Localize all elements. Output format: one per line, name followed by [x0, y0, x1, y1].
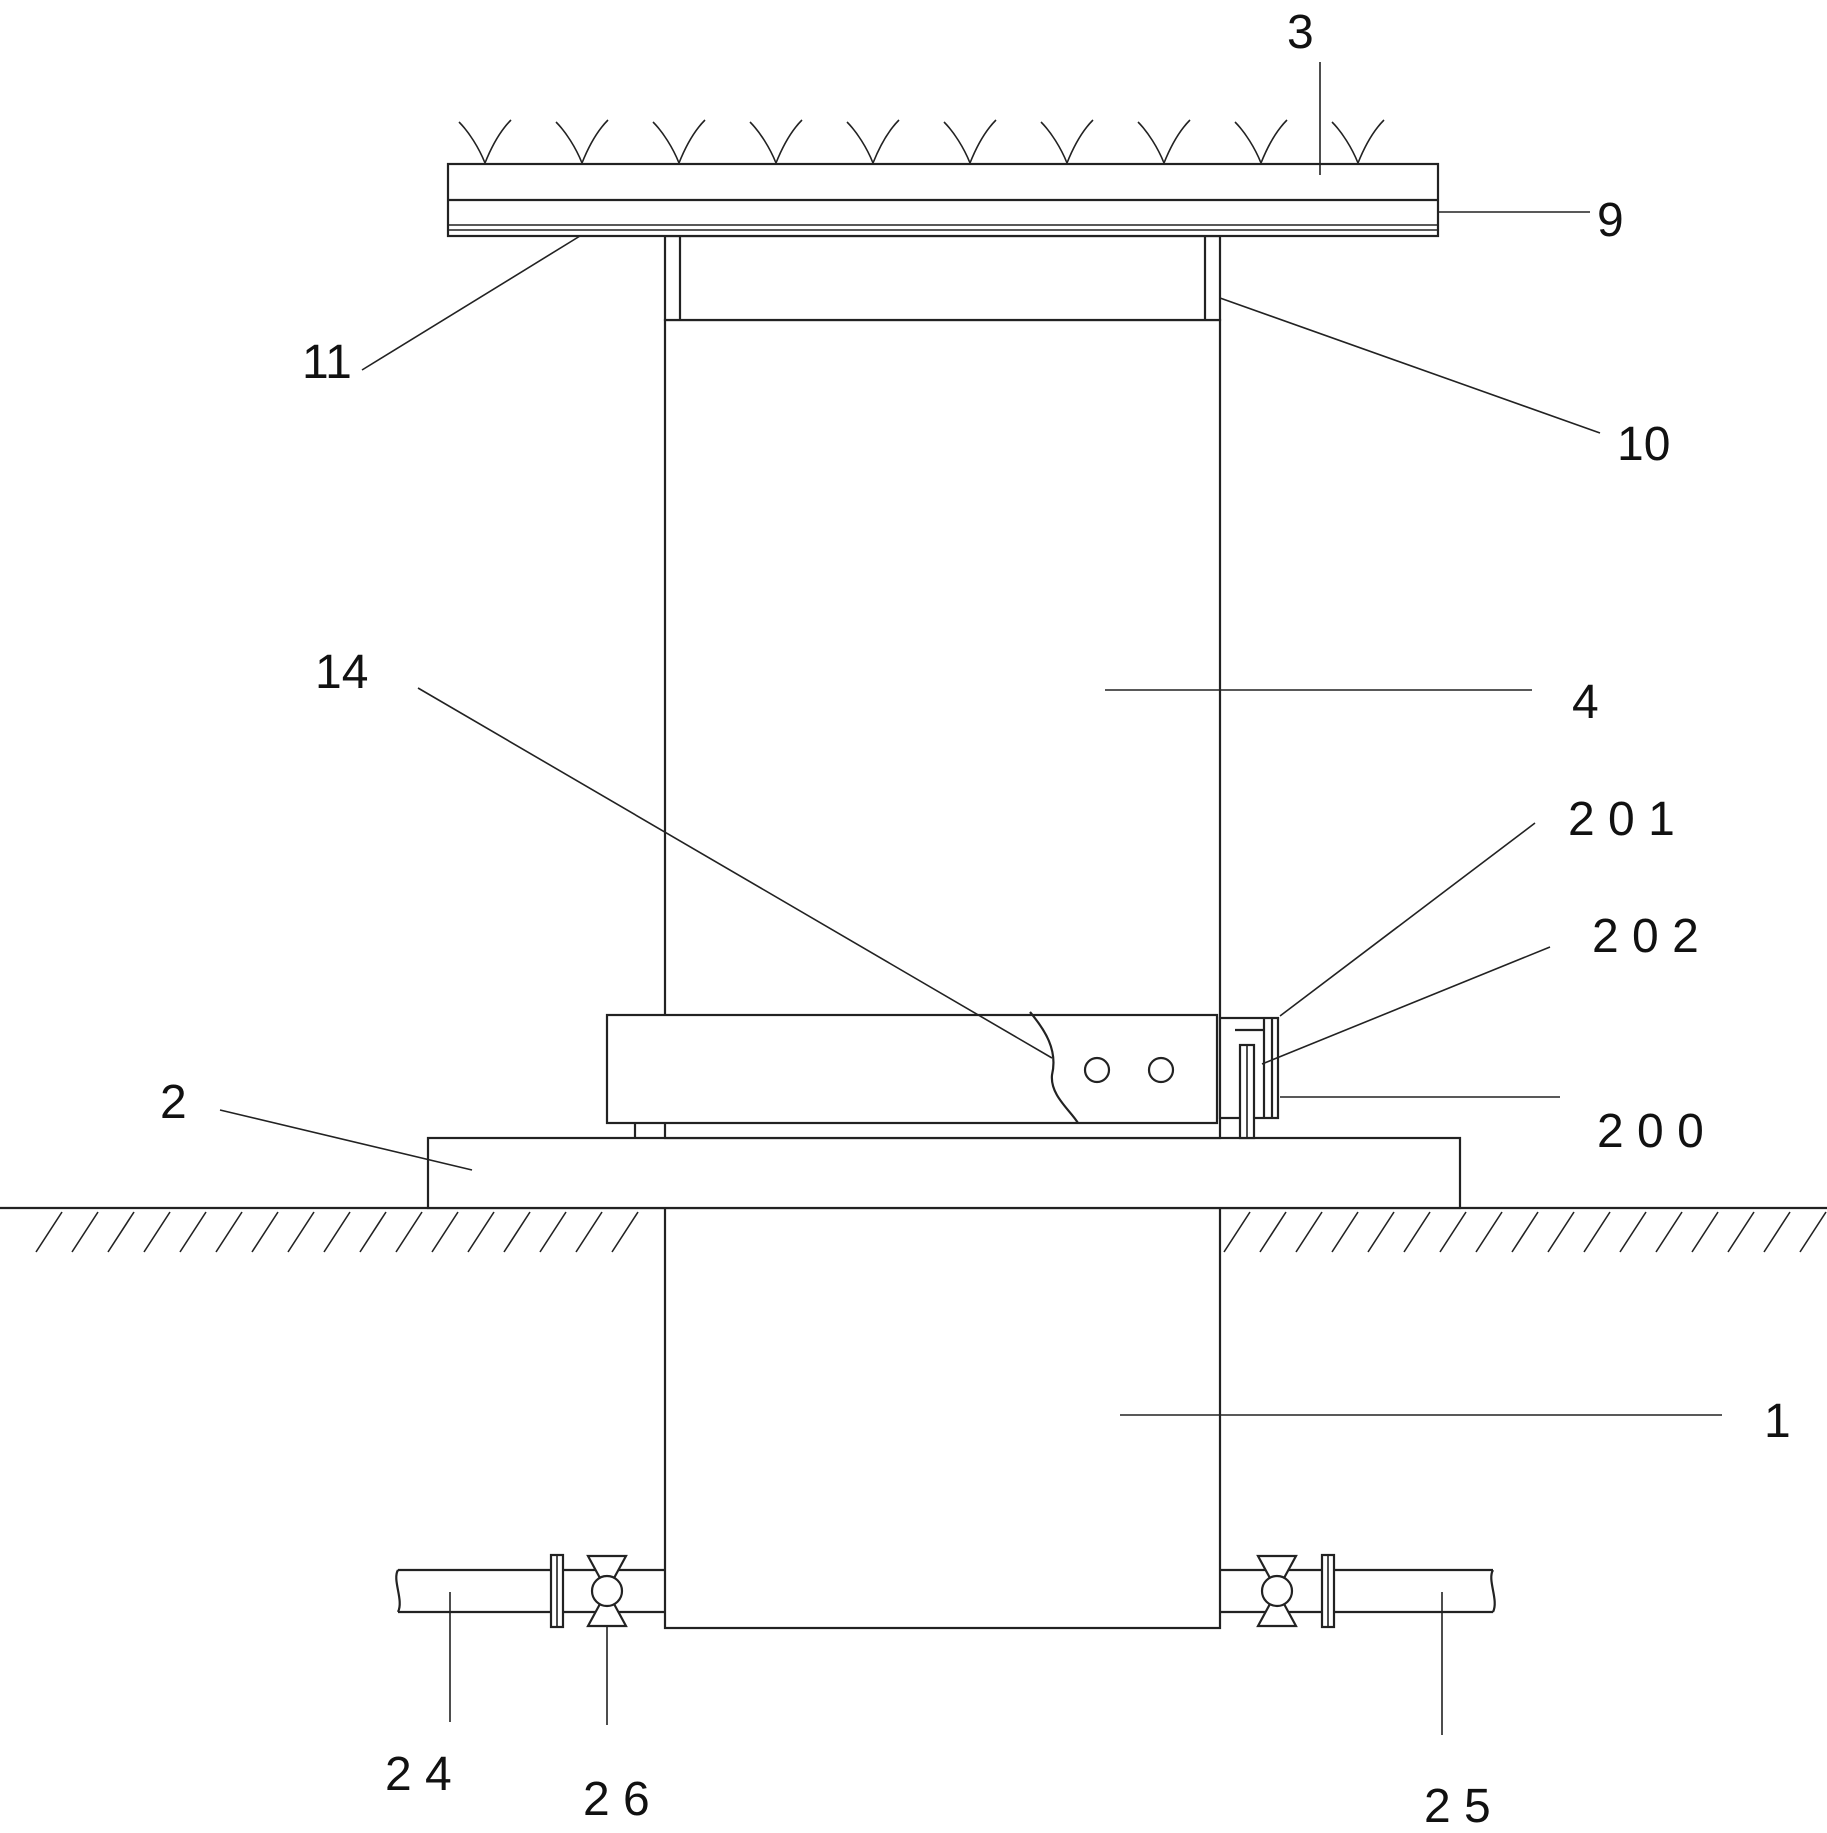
hatch-mark: [1511, 1211, 1539, 1253]
hatch-mark: [1547, 1211, 1575, 1253]
hatch-mark: [1295, 1211, 1323, 1253]
hatch-mark: [1799, 1211, 1827, 1253]
hole-right: [1147, 1056, 1175, 1084]
hatch-mark: [107, 1211, 135, 1253]
label-14: 14: [315, 646, 368, 699]
left-pipe: [395, 1553, 665, 1629]
labels: 3 9 11 10 14 4 2 0 1 2 0 2 2 2 0 0 1 2 4…: [160, 6, 1791, 1833]
hatch-mark: [179, 1211, 207, 1253]
plant-sprout: [943, 119, 997, 166]
label-25: 2 5: [1424, 1780, 1491, 1833]
plant-sprout: [652, 119, 706, 166]
hatch-mark: [143, 1211, 171, 1253]
left-valve: [586, 1554, 628, 1628]
hatch-mark: [359, 1211, 387, 1253]
label-201: 2 0 1: [1568, 793, 1675, 846]
hatch-mark: [1691, 1211, 1719, 1253]
label-2: 2: [160, 1076, 187, 1129]
hatch-mark: [1223, 1211, 1251, 1253]
hatch-mark: [395, 1211, 423, 1253]
label-1: 1: [1764, 1395, 1791, 1448]
hatch-mark: [539, 1211, 567, 1253]
hatch-mark: [575, 1211, 603, 1253]
hatch-mark: [611, 1211, 639, 1253]
plant-sprout: [846, 119, 900, 166]
plants: [458, 119, 1385, 166]
hatch-mark: [35, 1211, 63, 1253]
lower-tank: [663, 1206, 1222, 1630]
latch: [1218, 1016, 1280, 1140]
hatch-mark: [71, 1211, 99, 1253]
hatch-mark: [1439, 1211, 1467, 1253]
label-9: 9: [1597, 194, 1624, 247]
hatch-mark: [1619, 1211, 1647, 1253]
label-4: 4: [1572, 676, 1599, 729]
plant-sprout: [749, 119, 803, 166]
hatch-mark: [1727, 1211, 1755, 1253]
hatch-mark: [323, 1211, 351, 1253]
label-24: 2 4: [385, 1748, 452, 1801]
top-supports: [663, 234, 1222, 322]
planting-board: [446, 162, 1440, 238]
collar: [605, 1011, 1219, 1138]
hole-left: [1083, 1056, 1111, 1084]
hatch-mark: [1475, 1211, 1503, 1253]
hatch-mark: [503, 1211, 531, 1253]
base-plate: [426, 1136, 1462, 1210]
label-11: 11: [302, 336, 352, 389]
right-valve: [1256, 1554, 1298, 1628]
hatch-mark: [1367, 1211, 1395, 1253]
hatch-mark: [1403, 1211, 1431, 1253]
label-26: 2 6: [583, 1773, 650, 1826]
label-10: 10: [1617, 418, 1670, 471]
hatch-mark: [467, 1211, 495, 1253]
plant-sprout: [1040, 119, 1094, 166]
label-200: 2 0 0: [1597, 1105, 1704, 1158]
leader-lines: [219, 62, 1722, 1735]
hatch-mark: [1655, 1211, 1683, 1253]
hatch-mark: [1583, 1211, 1611, 1253]
hatch-mark: [287, 1211, 315, 1253]
hatch-mark: [215, 1211, 243, 1253]
label-3: 3: [1287, 6, 1314, 59]
plant-sprout: [1137, 119, 1191, 166]
hatch-mark: [1259, 1211, 1287, 1253]
plant-sprout: [1234, 119, 1288, 166]
plant-sprout: [555, 119, 609, 166]
hatch-mark: [431, 1211, 459, 1253]
hatch-mark: [1331, 1211, 1359, 1253]
label-202: 2 0 2: [1592, 910, 1699, 963]
plant-sprout: [458, 119, 512, 166]
hatch-mark: [251, 1211, 279, 1253]
plant-sprout: [1331, 119, 1385, 166]
hatch-mark: [1763, 1211, 1791, 1253]
